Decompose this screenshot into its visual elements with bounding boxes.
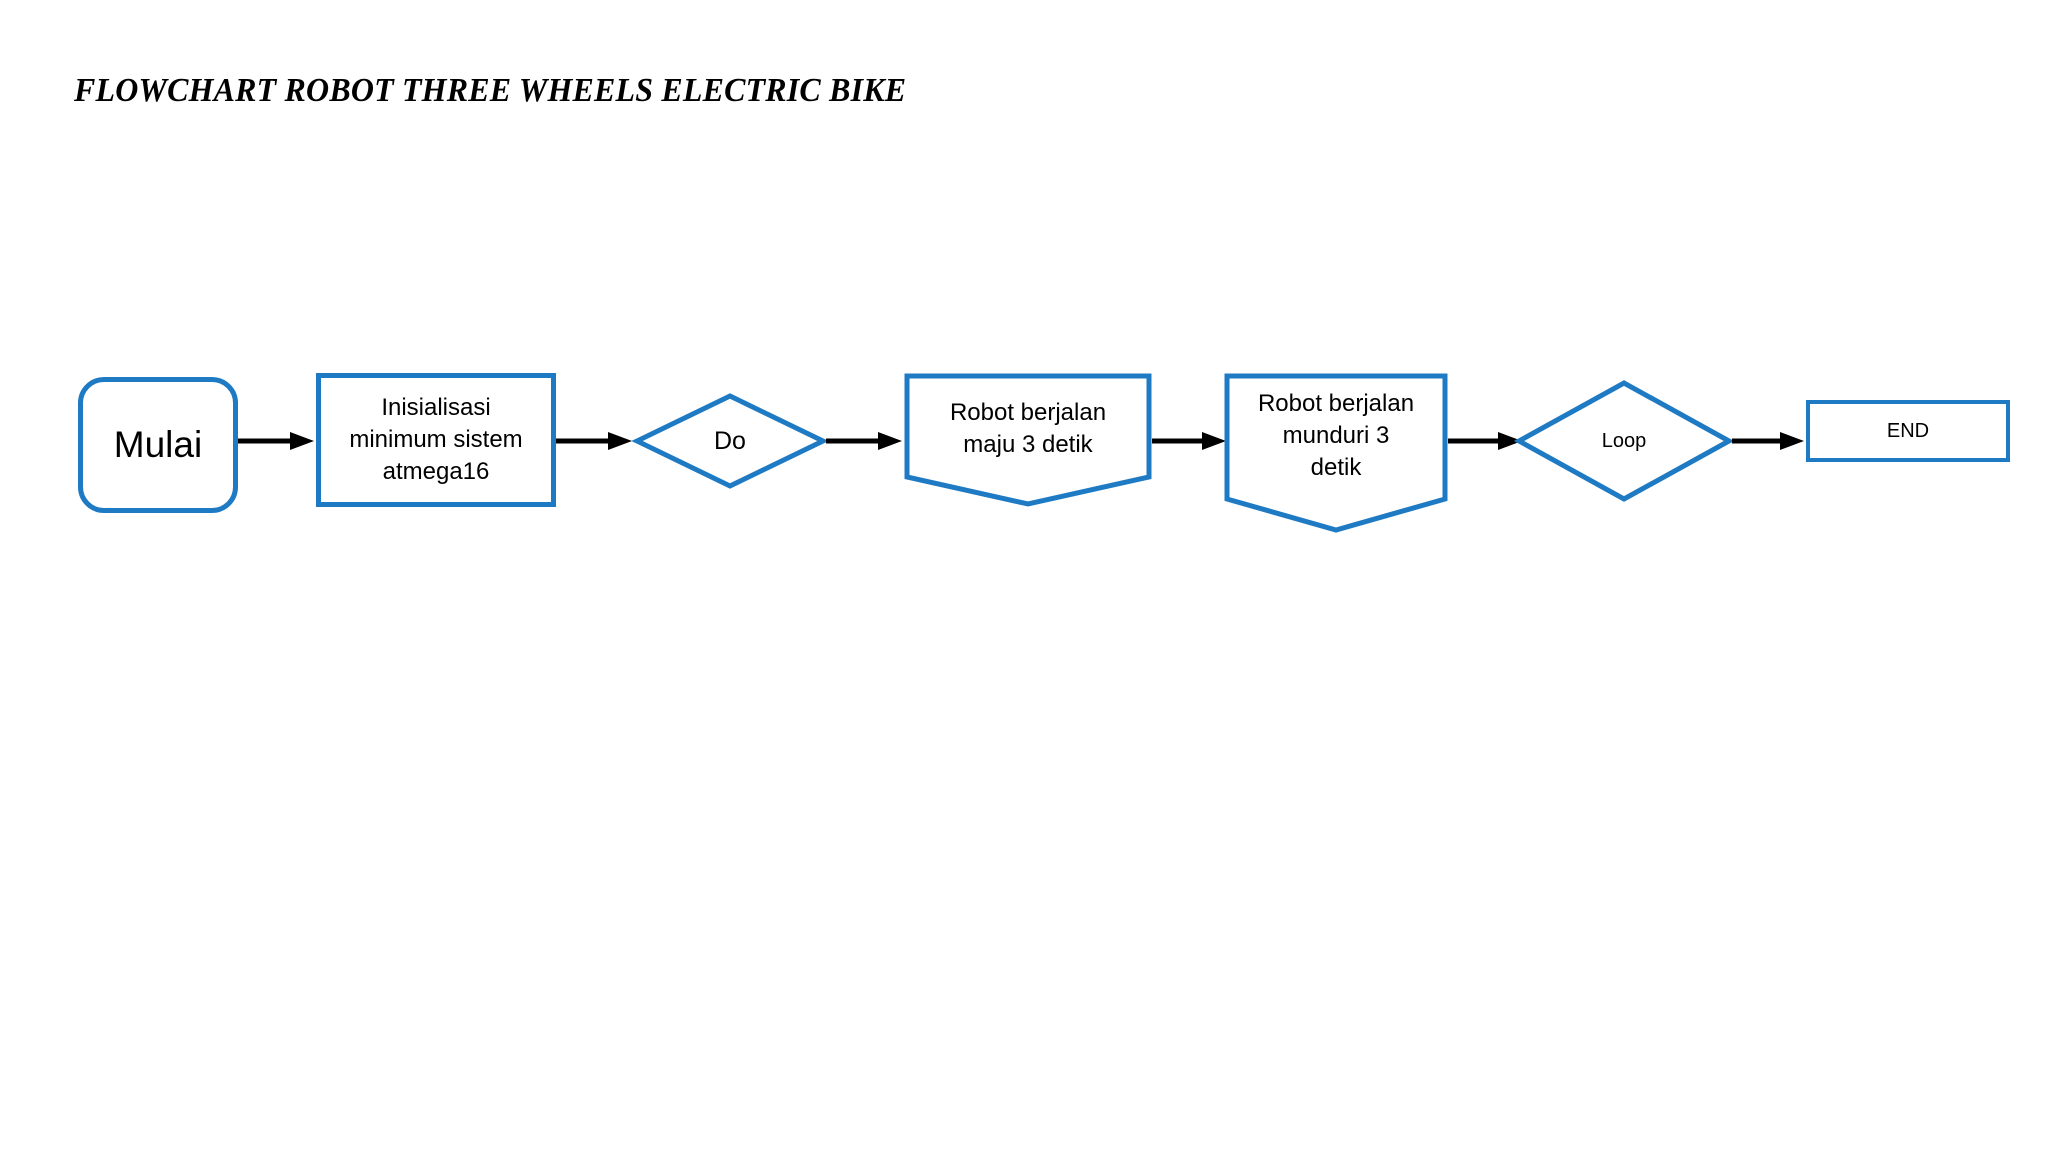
flow-node-start-label: Mulai: [113, 423, 203, 465]
flow-node-init-line-1: Inisialisasi: [381, 394, 491, 422]
flow-node-forward-line-2: maju 3 detik: [963, 431, 1093, 458]
flow-node-init-line-3: atmega16: [382, 457, 490, 485]
arrow-icon: [1448, 432, 1522, 450]
connector-init-to-do: [556, 429, 634, 453]
flow-node-reverse-line-3: detik: [1310, 453, 1362, 481]
flow-node-forward-line-1: Robot berjalan: [949, 399, 1107, 427]
flow-node-do-label: Do: [714, 426, 746, 455]
diamond-shape: [634, 393, 826, 489]
arrow-icon: [1732, 432, 1804, 450]
flow-node-end-label: END: [1886, 419, 1930, 442]
arrow-icon: [556, 432, 632, 450]
connector-start-to-init: [238, 429, 316, 453]
flow-node-do[interactable]: Do: [634, 393, 826, 489]
chevron-down-shape: [904, 373, 1152, 507]
page-title: FLOWCHART ROBOT THREE WHEELS ELECTRIC BI…: [74, 72, 907, 109]
arrow-icon: [1152, 432, 1226, 450]
connector-do-to-forward: [826, 429, 904, 453]
arrow-icon: [826, 432, 902, 450]
chevron-down-shape: [1224, 373, 1448, 533]
flow-node-init-line-2: minimum sistem: [349, 426, 523, 454]
flow-node-forward[interactable]: Robot berjalan maju 3 detik: [904, 373, 1152, 507]
arrow-icon: [238, 432, 314, 450]
flow-node-loop[interactable]: Loop: [1516, 380, 1732, 502]
diamond-shape: [1516, 380, 1732, 502]
connector-forward-to-reverse: [1152, 429, 1228, 453]
flow-node-reverse[interactable]: Robot berjalan munduri 3 detik: [1224, 373, 1448, 533]
flow-node-start[interactable]: Mulai: [78, 377, 238, 513]
connector-loop-to-end: [1732, 429, 1806, 453]
flow-node-init[interactable]: Inisialisasi minimum sistem atmega16: [316, 373, 556, 507]
flow-node-loop-label: Loop: [1601, 429, 1647, 452]
flow-node-end[interactable]: END: [1806, 400, 2010, 462]
flow-node-reverse-line-1: Robot berjalan: [1257, 390, 1415, 418]
connector-reverse-to-loop: [1448, 429, 1524, 453]
flow-node-reverse-line-2: munduri 3: [1282, 422, 1390, 450]
